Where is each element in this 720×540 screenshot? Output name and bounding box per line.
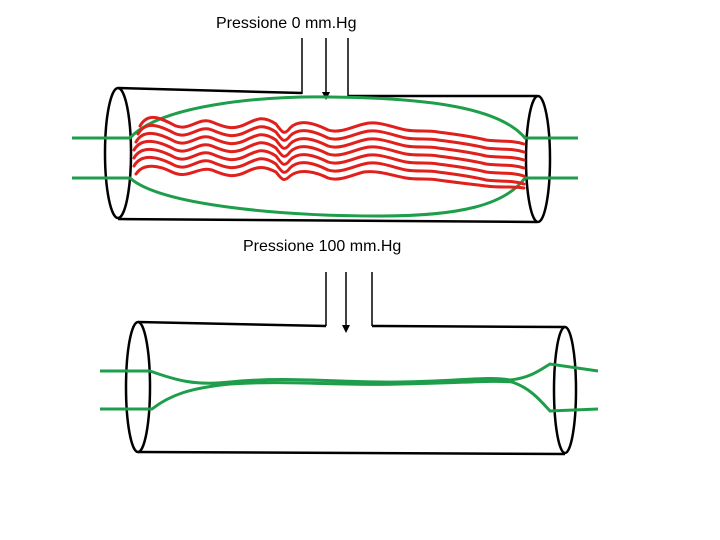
- fiber: [132, 140, 526, 170]
- top-tube-right-end: [524, 94, 552, 224]
- bottom-tube-inlet: [325, 272, 373, 326]
- bottom-tube-lower-edge: [137, 450, 566, 456]
- fiber: [138, 116, 526, 146]
- top-pressure-label: Pressione 0 mm.Hg: [216, 15, 357, 32]
- fiber: [134, 132, 526, 162]
- bottom-tube: [100, 272, 599, 456]
- top-tube-upper-edge: [117, 86, 537, 98]
- bottom-tube-arrowhead: [342, 325, 350, 333]
- bottom-tube-right-end: [552, 325, 578, 455]
- top-tube-inlet: [301, 38, 349, 96]
- bottom-tube-membrane: [100, 362, 599, 413]
- fiber: [134, 164, 526, 190]
- fiber: [132, 148, 526, 178]
- top-tube-fibers: [132, 116, 526, 190]
- bottom-tube-upper-edge: [137, 320, 566, 329]
- top-tube: [72, 38, 578, 224]
- bottom-tube-left-end: [124, 320, 152, 454]
- fiber: [132, 156, 526, 186]
- top-tube-lower-edge: [117, 217, 538, 224]
- top-tube-left-end: [103, 86, 133, 220]
- fiber: [136, 124, 526, 154]
- top-tube-membrane: [72, 95, 578, 218]
- bottom-pressure-label: Pressione 100 mm.Hg: [243, 238, 402, 255]
